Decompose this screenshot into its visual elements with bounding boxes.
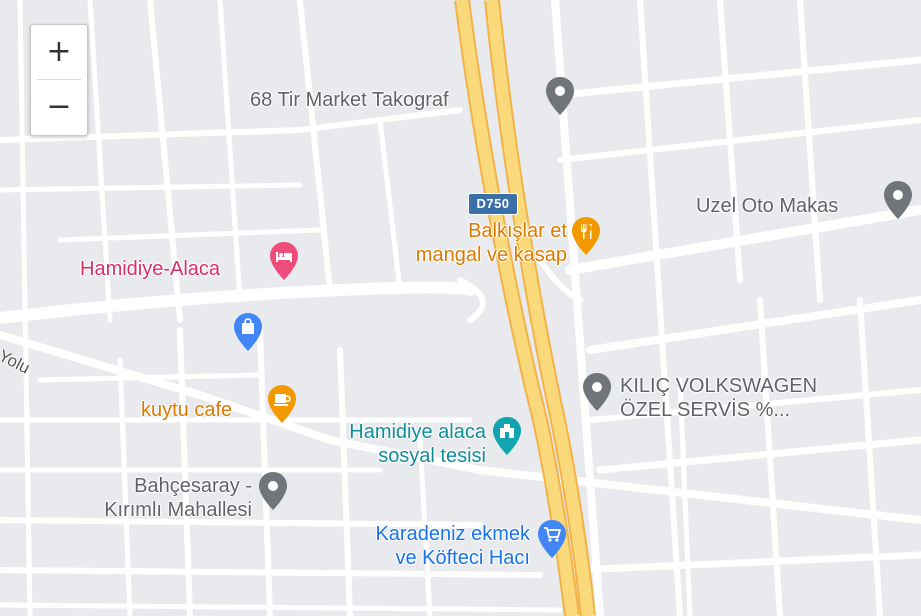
place-label-line: Karadeniz ekmek	[375, 523, 530, 545]
place-label-line: KILIÇ VOLKSWAGEN	[620, 375, 818, 397]
place-label-balkislar[interactable]: Balkışlar et mangal ve kasap	[372, 219, 567, 267]
highway-d750	[454, 0, 596, 616]
zoom-controls: + −	[30, 24, 88, 136]
place-label-line: ÖZEL SERVİS %...	[620, 399, 791, 421]
place-label-line: ve Köfteci Hacı	[395, 547, 530, 569]
location-pin-icon[interactable]	[545, 76, 575, 116]
place-label-bahcesaray[interactable]: Bahçesaray - Kırımlı Mahallesi	[56, 474, 252, 522]
place-label-line: Balkışlar et	[468, 220, 567, 242]
place-label-line: Hamidiye alaca	[349, 421, 486, 443]
place-label-line: Kırımlı Mahallesi	[104, 499, 252, 521]
location-pin-icon[interactable]	[883, 180, 913, 220]
place-label-kilic-vw[interactable]: KILIÇ VOLKSWAGEN ÖZEL SERVİS %...	[620, 374, 817, 422]
place-label-hamidiye-alaca-hotel[interactable]: Hamidiye-Alaca	[80, 258, 221, 280]
restaurant-icon[interactable]	[571, 216, 601, 256]
shopping-cart-icon[interactable]	[537, 519, 567, 559]
coffee-cup-icon[interactable]	[267, 384, 297, 424]
location-pin-icon[interactable]	[582, 372, 612, 412]
road-shield-d750: D750	[468, 193, 518, 215]
location-pin-icon[interactable]	[258, 471, 288, 511]
shopping-bag-icon[interactable]	[233, 312, 263, 352]
zoom-in-button[interactable]: +	[46, 34, 72, 69]
place-label-line: Bahçesaray -	[134, 475, 252, 497]
place-label-tir-market[interactable]: 68 Tir Market Takograf	[250, 89, 449, 111]
zoom-out-button[interactable]: −	[46, 89, 72, 124]
landmark-icon[interactable]	[492, 416, 522, 456]
place-label-uzel-oto[interactable]: Uzel Oto Makas	[696, 195, 839, 217]
place-label-line: sosyal tesisi	[378, 445, 486, 467]
place-label-kuytu-cafe[interactable]: kuytu cafe	[141, 399, 233, 421]
place-label-line: mangal ve kasap	[415, 244, 567, 266]
zoom-divider	[37, 79, 81, 80]
place-label-hamidiye-sosyal[interactable]: Hamidiye alaca sosyal tesisi	[300, 420, 486, 468]
hotel-bed-icon[interactable]	[269, 241, 299, 281]
place-label-karadeniz[interactable]: Karadeniz ekmek ve Köfteci Hacı	[320, 522, 530, 570]
